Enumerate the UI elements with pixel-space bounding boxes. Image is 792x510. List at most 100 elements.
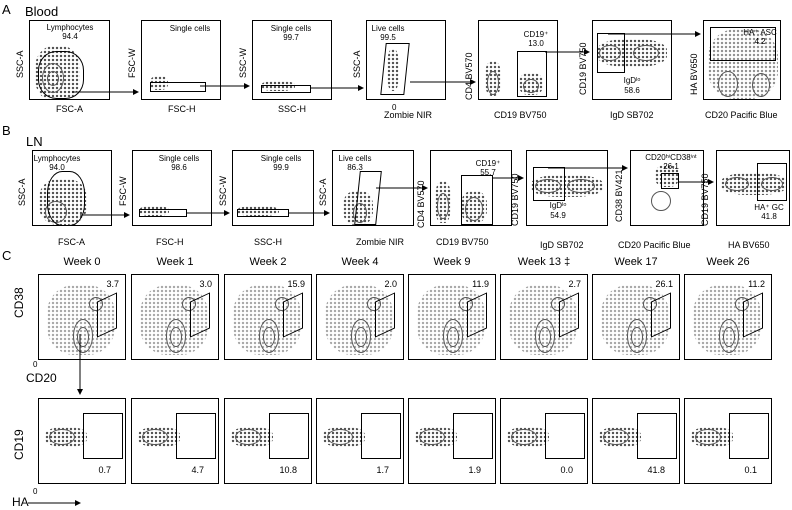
gate-percentage: 1.7 xyxy=(376,465,389,475)
gate-percentage: 26.1 xyxy=(655,279,673,289)
gate-label: Lymphocytes xyxy=(33,154,81,163)
section-title-blood: Blood xyxy=(25,4,59,19)
panel-letter-c: C xyxy=(2,248,12,263)
plot-b1: Lymphocytes 94.0 xyxy=(32,150,112,226)
week-label: Week 26 xyxy=(706,256,750,268)
x-axis-label: SSC-H xyxy=(254,237,283,247)
gate-value: 98.6 xyxy=(171,163,187,172)
cd19-ha-plot: 41.8 xyxy=(592,398,680,484)
cd19-ha-plot: 0.7 xyxy=(38,398,126,484)
ha-axis-label: HA xyxy=(12,495,29,509)
plot-a1: Lymphocytes 94.4 xyxy=(29,20,110,100)
gate-percentage: 3.7 xyxy=(106,279,119,289)
x-axis-label: HA BV650 xyxy=(728,240,770,250)
gate-percentage: 11.9 xyxy=(472,279,489,289)
cd38-cd20-plot: 2.7 xyxy=(500,274,588,360)
gate-value: 13.0 xyxy=(528,39,544,48)
x-axis-label: FSC-H xyxy=(156,237,184,247)
x-axis-label: IgD SB702 xyxy=(540,240,584,250)
gate-value: 99.5 xyxy=(380,33,396,42)
cd19-ha-plot: 10.8 xyxy=(224,398,312,484)
gate-label: HA⁺ ASC xyxy=(743,28,777,37)
gate-value: 99.9 xyxy=(273,163,289,172)
gate-label: Live cells xyxy=(338,154,372,163)
gate-label: Live cells xyxy=(371,24,405,33)
cd38-cd20-plot: 3.0 xyxy=(131,274,219,360)
gate-value: 41.8 xyxy=(761,212,777,221)
gate-value: 86.3 xyxy=(347,163,363,172)
plot-a6: IgDˡᵒ 58.6 xyxy=(592,20,672,100)
gate-percentage: 15.9 xyxy=(287,279,305,289)
cd38-cd20-plot: 15.9 xyxy=(224,274,312,360)
gate-percentage: 4.7 xyxy=(191,465,204,475)
cd38-cd20-plot: 26.1 xyxy=(592,274,680,360)
x-axis-label: CD20 Pacific Blue xyxy=(618,240,691,250)
zero-tick: 0 xyxy=(33,487,38,496)
plot-a4: Live cells 99.5 xyxy=(366,20,446,100)
cd38-cd20-plot: 11.2 xyxy=(684,274,772,360)
x-axis-label: Zombie NIR xyxy=(384,110,433,120)
plot-b7: CD20ʰⁱCD38ⁱⁿᵗ 26.1 xyxy=(630,150,704,226)
cd20-axis-label: CD20 xyxy=(26,371,57,385)
x-axis-label: CD19 BV750 xyxy=(436,237,489,247)
gate-value: 54.9 xyxy=(550,211,566,220)
gate-label: CD19⁺ xyxy=(523,30,549,39)
week-label: Week 17 xyxy=(614,256,658,268)
cd38-cd20-plot: 3.7 xyxy=(38,274,126,360)
plot-b5: CD19⁺ 55.7 xyxy=(430,150,512,226)
week-label: Week 9 xyxy=(433,256,471,268)
plot-a5: CD19⁺ 13.0 xyxy=(478,20,558,100)
plot-b8: HA⁺ GC 41.8 xyxy=(716,150,790,226)
x-axis-label: FSC-A xyxy=(56,104,83,114)
zero-tick: 0 xyxy=(33,360,38,369)
x-axis-label: Zombie NIR xyxy=(356,237,405,247)
gate-percentage: 1.9 xyxy=(468,465,481,475)
gate-label: Single cells xyxy=(270,24,312,33)
cd19-ha-plot: 0.0 xyxy=(500,398,588,484)
cd38-cd20-plot: 11.9 xyxy=(408,274,496,360)
zero-tick: 0 xyxy=(392,103,397,112)
gate-label: Lymphocytes xyxy=(46,23,94,32)
gate-percentage: 0.1 xyxy=(744,465,757,475)
panel-letter-b: B xyxy=(2,123,11,138)
gate-percentage: 41.8 xyxy=(647,465,665,475)
gate-label: CD19⁺ xyxy=(475,159,501,168)
gate-value: 94.4 xyxy=(62,32,78,41)
x-axis-label: FSC-A xyxy=(58,237,85,247)
week-label: Week 4 xyxy=(341,256,379,268)
plot-a7: HA⁺ ASC 4.2 xyxy=(703,20,781,100)
gate-label: CD20ʰⁱCD38ⁱⁿᵗ xyxy=(645,153,697,162)
gate-label: IgDˡᵒ xyxy=(549,201,567,210)
plot-b6: IgDˡᵒ 54.9 xyxy=(526,150,608,226)
plot-a3: Single cells 99.7 xyxy=(252,20,332,100)
gate-percentage: 3.0 xyxy=(199,279,212,289)
gate-percentage: 2.7 xyxy=(568,279,581,289)
gate-value: 94.0 xyxy=(49,163,65,172)
gate-label: Single cells xyxy=(260,154,302,163)
week-label: Week 2 xyxy=(249,256,287,268)
gate-value: 55.7 xyxy=(480,168,496,177)
gate-percentage: 0.0 xyxy=(560,465,573,475)
week-label: Week 0 xyxy=(63,256,101,268)
gate-label: Single cells xyxy=(169,24,211,33)
week-label: Week 1 xyxy=(156,256,194,268)
x-axis-label: SSC-H xyxy=(278,104,307,114)
gate-value: 4.2 xyxy=(754,37,766,46)
x-axis-label: FSC-H xyxy=(168,104,196,114)
gate-value: 99.7 xyxy=(283,33,299,42)
gate-label: HA⁺ GC xyxy=(754,203,784,212)
gate-label: Single cells xyxy=(158,154,200,163)
x-axis-label: IgD SB702 xyxy=(610,110,654,120)
gate-label: IgDˡᵒ xyxy=(623,76,641,85)
cd38-cd20-plot: 2.0 xyxy=(316,274,404,360)
gate-percentage: 11.2 xyxy=(748,279,765,289)
x-axis-label: CD19 BV750 xyxy=(494,110,547,120)
cd19-ha-plot: 4.7 xyxy=(131,398,219,484)
week-label: Week 13 ‡ xyxy=(517,256,571,268)
gate-percentage: 0.7 xyxy=(98,465,111,475)
cd19-ha-plot: 1.9 xyxy=(408,398,496,484)
cd19-ha-plot: 0.1 xyxy=(684,398,772,484)
x-axis-label: CD20 Pacific Blue xyxy=(705,110,778,120)
gate-percentage: 2.0 xyxy=(384,279,397,289)
